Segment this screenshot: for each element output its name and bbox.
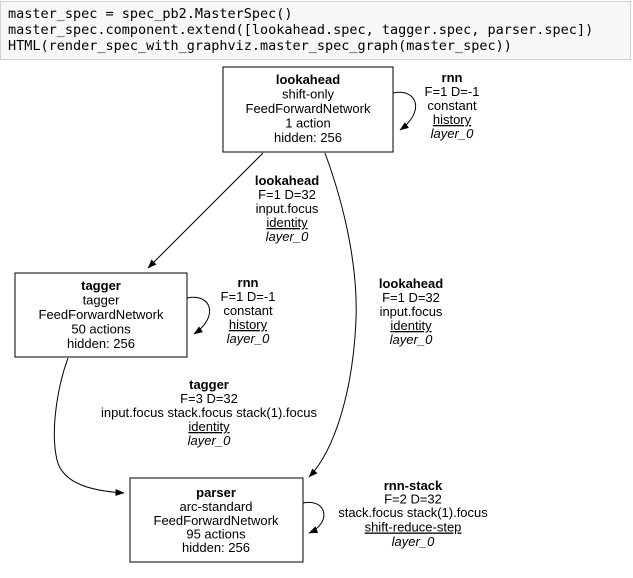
edge-label-lookahead-rnn: rnn F=1 D=-1 constant history layer_0 [425, 70, 480, 141]
edge-label-lookahead-to-parser: lookahead F=1 D=32 input.focus identity … [379, 276, 443, 347]
node-tagger-network: FeedForwardNetwork [39, 307, 164, 322]
node-tagger-hidden: hidden: 256 [67, 336, 135, 351]
node-lookahead-title: lookahead [276, 72, 340, 87]
edge-label-title: lookahead [255, 173, 319, 188]
edge-tagger-to-parser [53, 357, 125, 496]
edge-label-layer: layer_0 [431, 126, 474, 141]
node-lookahead-transition: shift-only [282, 87, 335, 102]
code-line: HTML(render_spec_with_graphviz.master_sp… [8, 38, 512, 54]
edge-label-tagger-to-parser: tagger F=3 D=32 input.focus stack.focus … [101, 377, 318, 448]
edge-label-fd: F=1 D=32 [258, 187, 316, 202]
edge-label-features: constant [427, 98, 477, 113]
edge-label-translator: identity [266, 215, 308, 230]
node-tagger-title: tagger [81, 278, 121, 293]
edge-label-features: input.focus [380, 304, 443, 319]
node-lookahead-network: FeedForwardNetwork [246, 101, 371, 116]
code-line: master_spec = spec_pb2.MasterSpec() [8, 6, 293, 22]
spec-graph-svg: lookahead shift-only FeedForwardNetwork … [14, 66, 488, 563]
node-parser-transition: arc-standard [180, 499, 253, 514]
edge-label-title: tagger [189, 377, 229, 392]
edge-label-layer: layer_0 [188, 433, 231, 448]
node-tagger-actions: 50 actions [71, 322, 131, 337]
edge-label-translator: identity [390, 318, 432, 333]
node-parser: parser arc-standard FeedForwardNetwork 9… [129, 477, 304, 563]
node-parser-actions: 95 actions [186, 527, 246, 542]
node-parser-box [129, 477, 304, 563]
edge-label-fd: F=1 D=32 [382, 290, 440, 305]
edge-label-features: constant [223, 303, 273, 318]
selfloop-tagger-rnn [186, 296, 211, 335]
edge-label-features: input.focus [256, 201, 319, 216]
edge-label-translator: history [433, 112, 472, 127]
edge-label-translator: identity [188, 419, 230, 434]
node-tagger-box [14, 272, 188, 358]
node-lookahead: lookahead shift-only FeedForwardNetwork … [222, 66, 394, 153]
node-lookahead-box [222, 66, 394, 153]
edge-label-fd: F=3 D=32 [180, 391, 238, 406]
node-parser-hidden: hidden: 256 [182, 540, 250, 555]
edge-label-features: input.focus stack.focus stack(1).focus [101, 405, 318, 420]
edge-label-fd: F=2 D=32 [384, 492, 442, 507]
node-tagger-transition: tagger [83, 293, 121, 308]
edge-label-tagger-rnn: rnn F=1 D=-1 constant history layer_0 [221, 275, 276, 346]
edge-label-title: rnn [238, 275, 259, 290]
edge-label-translator: shift-reduce-step [365, 520, 462, 535]
edge-label-translator: history [229, 317, 268, 332]
code-line: master_spec.component.extend([lookahead.… [8, 22, 594, 38]
edge-label-layer: layer_0 [392, 534, 435, 549]
node-parser-network: FeedForwardNetwork [154, 513, 279, 528]
code-cell[interactable]: master_spec = spec_pb2.MasterSpec() mast… [0, 1, 631, 60]
edge-label-fd: F=1 D=-1 [221, 289, 276, 304]
edge-label-title: lookahead [379, 276, 443, 291]
master-spec-graph-output: lookahead shift-only FeedForwardNetwork … [0, 60, 633, 578]
selfloop-lookahead-rnn [392, 91, 417, 131]
edge-label-lookahead-to-tagger: lookahead F=1 D=32 input.focus identity … [255, 173, 319, 244]
edge-label-features: stack.focus stack(1).focus [338, 505, 488, 520]
edge-label-layer: layer_0 [227, 331, 270, 346]
edge-label-layer: layer_0 [390, 332, 433, 347]
edge-label-layer: layer_0 [266, 229, 309, 244]
edge-label-title: rnn-stack [384, 478, 443, 493]
edge-label-fd: F=1 D=-1 [425, 84, 480, 99]
selfloop-parser-rnn-stack [302, 501, 325, 534]
edge-label-parser-rnn-stack: rnn-stack F=2 D=32 stack.focus stack(1).… [338, 478, 488, 549]
node-tagger: tagger tagger FeedForwardNetwork 50 acti… [14, 272, 188, 358]
edge-label-title: rnn [442, 70, 463, 85]
edge-lookahead-to-tagger [147, 152, 264, 269]
node-parser-title: parser [196, 485, 236, 500]
node-lookahead-actions: 1 action [285, 116, 331, 131]
edge-lookahead-to-parser [308, 152, 357, 478]
node-lookahead-hidden: hidden: 256 [274, 130, 342, 145]
